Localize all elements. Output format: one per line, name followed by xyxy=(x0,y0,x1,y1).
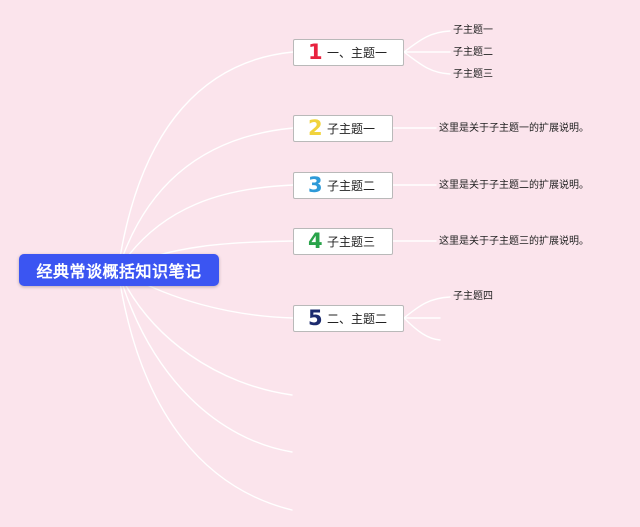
connector-root-branch-1 xyxy=(117,51,294,271)
branch-number-4: 4 xyxy=(308,229,323,253)
branch-topic-3[interactable]: 3 子主题二 xyxy=(293,172,393,199)
extension-note-2[interactable]: 这里是关于子主题一的扩展说明。 xyxy=(439,123,589,134)
branch-topic-2[interactable]: 2 子主题一 xyxy=(293,115,393,142)
connector-root-extra-2 xyxy=(117,269,293,453)
extension-note-4[interactable]: 这里是关于子主题三的扩展说明。 xyxy=(439,236,589,247)
subtopic-1-2[interactable]: 子主题二 xyxy=(453,47,493,58)
subtopic-1-1[interactable]: 子主题一 xyxy=(453,25,493,36)
connector-b1-c3 xyxy=(403,51,451,75)
branch-label-3: 子主题二 xyxy=(327,179,376,193)
branch-number-3: 3 xyxy=(308,173,323,197)
subtopic-1-3[interactable]: 子主题三 xyxy=(453,69,493,80)
connector-b5-c3 xyxy=(403,317,441,341)
root-topic[interactable]: 经典常谈概括知识笔记 xyxy=(19,254,219,286)
connector-root-branch-3 xyxy=(117,184,294,271)
connector-root-extra-3 xyxy=(117,269,293,511)
branch-label-4: 子主题三 xyxy=(327,235,376,249)
branch-number-5: 5 xyxy=(308,306,323,330)
branch-topic-4[interactable]: 4 子主题三 xyxy=(293,228,393,255)
branch-topic-5[interactable]: 5 二、主题二 xyxy=(293,305,404,332)
subtopic-5-1[interactable]: 子主题四 xyxy=(453,291,493,302)
branch-label-1: 一、主题一 xyxy=(327,46,388,60)
connector-b1-c1 xyxy=(403,30,451,53)
branch-number-2: 2 xyxy=(308,116,323,140)
extension-note-3[interactable]: 这里是关于子主题二的扩展说明。 xyxy=(439,180,589,191)
branch-number-1: 1 xyxy=(308,40,323,64)
branch-label-5: 二、主题二 xyxy=(327,312,388,326)
connector-root-extra-1 xyxy=(117,269,293,396)
branch-label-2: 子主题一 xyxy=(327,122,376,136)
connector-root-branch-2 xyxy=(117,127,294,271)
connector-b5-c1 xyxy=(403,296,451,319)
branch-topic-1[interactable]: 1 一、主题一 xyxy=(293,39,404,66)
